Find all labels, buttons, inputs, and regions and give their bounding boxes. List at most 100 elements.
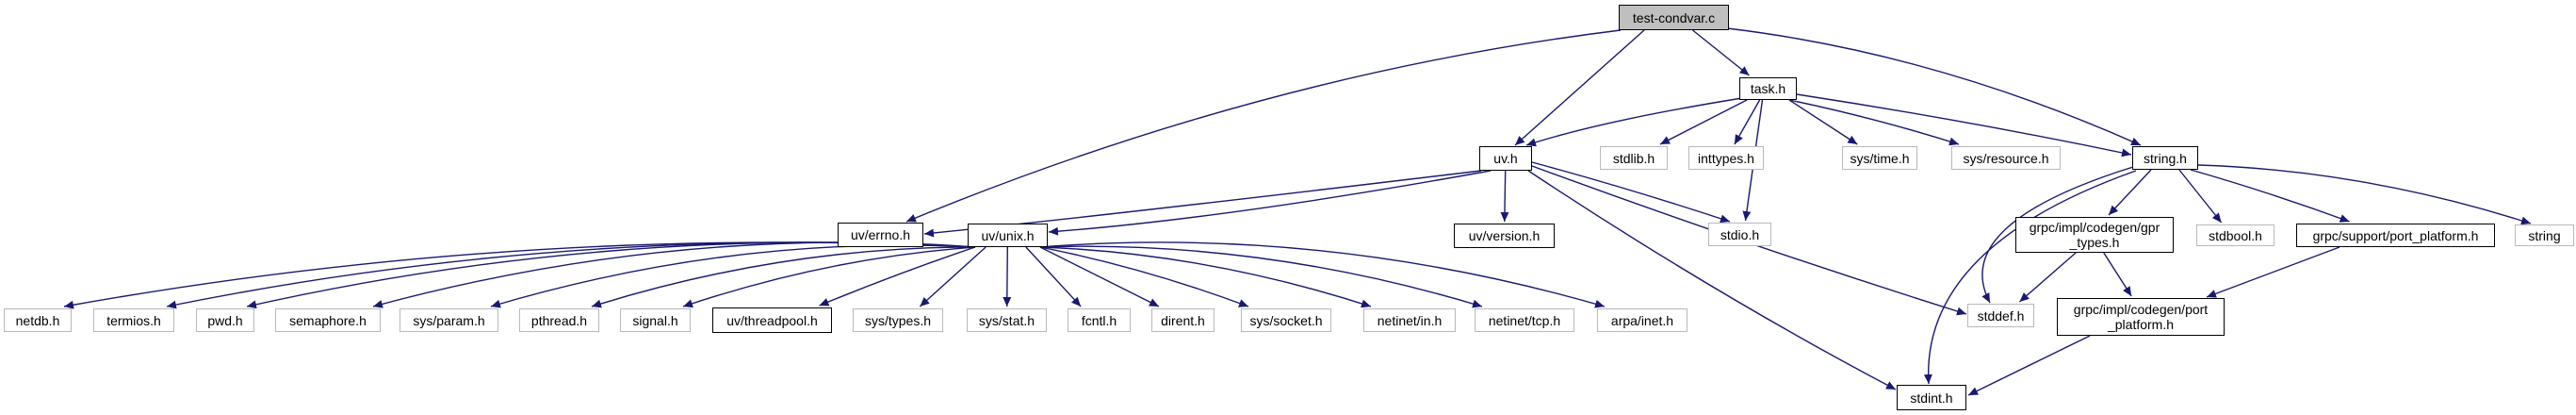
include-edge [1923,170,2137,385]
graph-node-label: netinet/in.h [1377,312,1443,328]
graph-node-label: grpc/impl/codegen/gpr [2029,220,2160,235]
graph-node-sys-types-h: sys/types.h [853,308,943,332]
include-edge [1692,29,1750,76]
include-edge [1025,246,1082,307]
graph-node-pthread-h: pthread.h [519,308,599,332]
graph-node-label: grpc/support/port_platform.h [2312,227,2479,243]
graph-node-sys-resource-h: sys/resource.h [1951,146,2061,170]
include-edge [819,246,976,307]
include-edge [1967,335,2091,396]
include-edge [1039,246,1160,307]
graph-node-label: sys/resource.h [1963,150,2049,166]
include-edge [682,246,976,308]
graph-node-label: _platform.h [2107,317,2175,332]
include-edge [1726,27,2142,146]
graph-node-label: sys/param.h [413,312,485,328]
graph-node-string-h[interactable]: string.h [2132,146,2198,170]
graph-node-label: netinet/tcp.h [1488,312,1561,328]
graph-node-label: semaphore.h [289,312,367,328]
include-edge [2108,169,2152,216]
graph-node-string: string [2515,224,2574,246]
include-edge [1003,246,1012,307]
include-edge [2197,164,2532,225]
graph-node-uv-errno-h[interactable]: uv/errno.h [838,223,923,247]
graph-node-netdb-h: netdb.h [4,308,72,332]
graph-node-fcntl-h: fcntl.h [1068,308,1131,332]
include-edge [1514,29,1645,146]
include-edge [919,246,986,307]
graph-node-dirent-h: dirent.h [1151,308,1215,332]
graph-node-pwd-h: pwd.h [196,308,254,332]
graph-node-task-h[interactable]: task.h [1739,77,1797,100]
graph-node-uv-version-h[interactable]: uv/version.h [1454,224,1555,248]
include-edge [1525,97,1743,147]
graph-node-label: netdb.h [15,312,60,328]
include-edge [1788,99,1960,146]
graph-node-test-condvar-c[interactable]: test-condvar.c [1619,5,1729,30]
graph-node-label: signal.h [632,312,678,328]
graph-node-label: task.h [1750,81,1786,96]
include-edge [1531,161,1731,224]
include-edge [1734,99,1761,145]
include-edge [1659,99,1748,145]
graph-node-label: termios.h [106,312,161,328]
include-edge [2178,169,2223,224]
graph-node-netinet-in-h: netinet/in.h [1363,308,1456,332]
graph-node-uv-h[interactable]: uv.h [1479,146,1532,171]
graph-node-label: string [2528,227,2561,243]
graph-node-sys-socket-h: sys/socket.h [1241,308,1331,332]
graph-node-sys-param-h: sys/param.h [399,308,498,332]
include-edge [166,241,976,309]
graph-node-grpc-impl-codegen-port-platform-h[interactable]: grpc/impl/codegen/port_platform.h [2057,298,2225,336]
include-edge [1527,170,1897,390]
graph-node-label: stdbool.h [2209,227,2262,243]
graph-node-grpc-support-port-platform-h[interactable]: grpc/support/port_platform.h [2296,224,2495,247]
graph-node-stdio-h: stdio.h [1708,223,1771,246]
graph-node-label: _types.h [2069,235,2120,250]
include-edge [372,241,976,308]
include-edge [1039,246,1372,308]
graph-node-label: pwd.h [207,312,243,328]
include-edge [2206,246,2340,298]
graph-node-stddef-h: stddef.h [1967,304,2034,327]
graph-node-label: stdio.h [1720,226,1760,242]
graph-node-sys-time-h: sys/time.h [1842,146,1917,170]
graph-node-grpc-impl-codegen-gpr-types-h[interactable]: grpc/impl/codegen/gpr_types.h [2015,217,2174,253]
graph-node-uv-threadpool-h[interactable]: uv/threadpool.h [712,307,832,333]
include-edge [1039,241,1606,308]
include-edge [63,241,976,309]
graph-node-label: sys/types.h [864,312,932,328]
graph-node-uv-unix-h[interactable]: uv/unix.h [968,224,1048,247]
include-edge [1981,166,2134,304]
graph-node-label: pthread.h [530,312,588,328]
graph-node-netinet-tcp-h: netinet/tcp.h [1475,308,1574,332]
include-edge [591,246,976,308]
graph-node-stdbool-h: stdbool.h [2196,224,2274,246]
graph-node-label: test-condvar.c [1632,9,1716,25]
graph-node-label: sys/socket.h [1249,312,1323,328]
include-edge [1048,170,1492,236]
graph-node-label: grpc/impl/codegen/port [2073,302,2209,317]
include-edge [1039,245,1483,308]
graph-node-label: dirent.h [1161,312,1205,328]
graph-node-label: stddef.h [1977,307,2025,324]
graph-node-label: sys/stat.h [978,312,1035,328]
include-edge [1039,246,1249,307]
graph-node-termios-h: termios.h [93,308,174,332]
graph-node-label: stdlib.h [1612,150,1655,166]
include-edge [2190,169,2350,223]
graph-node-label: stdint.h [1910,390,1953,406]
graph-node-stdint-h[interactable]: stdint.h [1897,385,1966,410]
graph-node-label: uv/version.h [1468,228,1541,243]
include-edge [905,29,1622,223]
graph-node-label: arpa/inet.h [1610,312,1674,328]
graph-node-inttypes-h: inttypes.h [1688,146,1764,170]
graph-node-semaphore-h: semaphore.h [275,308,381,332]
graph-node-label: uv/threadpool.h [726,312,818,328]
include-edge [2018,252,2077,303]
graph-node-stdlib-h: stdlib.h [1600,146,1668,170]
graph-node-label: uv.h [1493,151,1518,166]
graph-node-label: fcntl.h [1081,312,1117,328]
